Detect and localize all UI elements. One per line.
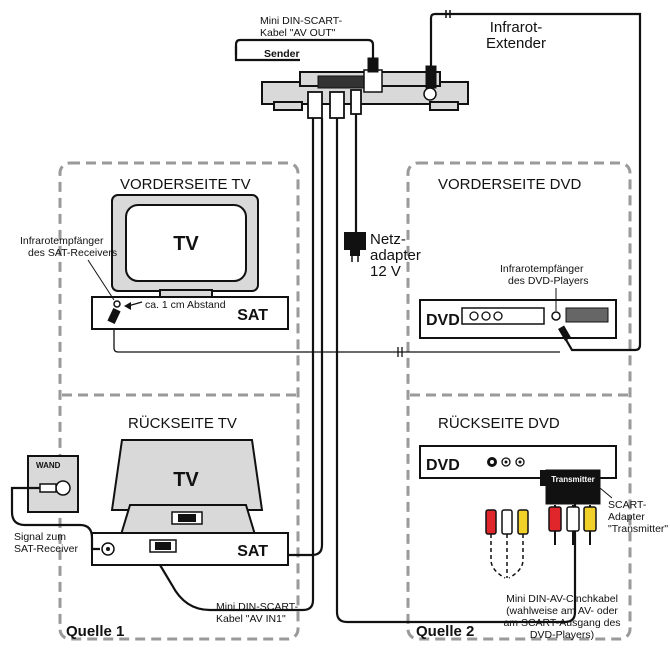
label-signal-sat-2: SAT-Receiver — [14, 543, 78, 555]
av-in1-cable — [159, 118, 315, 612]
cinch-cable — [335, 118, 577, 624]
label-tv-front: TV — [173, 233, 199, 255]
label-sat-back: SAT — [237, 543, 268, 560]
label-cinch-4: DVD-Players) — [530, 629, 594, 641]
label-scart-adapter-1: SCART- — [608, 499, 647, 511]
quelle-2-box — [406, 161, 632, 641]
label-cinch-1: Mini DIN-AV-Cinchkabel — [506, 593, 618, 605]
transmitter-adapter — [540, 469, 601, 505]
label-av-out-2: Kabel "AV OUT" — [260, 27, 336, 39]
label-ir-dvd-1: Infrarotempfänger — [500, 263, 584, 275]
label-ir-sat-1: Infrarotempfänger — [20, 235, 104, 247]
label-netzadapter-2: adapter — [370, 247, 421, 264]
cinch-plugs-adapter — [548, 505, 597, 545]
sat-receiver-back — [91, 532, 289, 566]
label-sender: Sender — [264, 48, 300, 60]
cinch-plugs-loose — [485, 509, 529, 579]
dvd-front — [419, 299, 617, 342]
label-ir-sat-2: des SAT-Receivers — [28, 247, 117, 259]
label-ir-dvd-2: des DVD-Players — [508, 275, 589, 287]
label-av-in1-2: Kabel "AV IN1" — [216, 613, 286, 625]
power-adapter — [344, 232, 366, 262]
label-transmitter: Transmitter — [551, 475, 595, 484]
label-vorderseite-tv: VORDERSEITE TV — [120, 176, 251, 193]
label-rueckseite-dvd: RÜCKSEITE DVD — [438, 414, 560, 432]
label-sat-front: SAT — [237, 307, 268, 324]
label-netzadapter-1: Netz- — [370, 231, 406, 248]
label-signal-sat-1: Signal zum — [14, 531, 66, 543]
label-scart-adapter-3: "Transmitter" — [608, 523, 668, 535]
label-av-in1-1: Mini DIN-SCART- — [216, 601, 299, 613]
ir-extender-cable — [429, 12, 642, 352]
label-vorderseite-dvd: VORDERSEITE DVD — [438, 176, 582, 193]
label-dvd-front: DVD — [426, 312, 460, 329]
sender-plugs — [307, 57, 437, 119]
tv-front — [111, 194, 259, 299]
label-av-out-1: Mini DIN-SCART- — [260, 15, 343, 27]
antenna-cable — [10, 486, 100, 551]
label-cinch-3: am SCART-Ausgang des — [503, 617, 620, 629]
label-rueckseite-tv: RÜCKSEITE TV — [128, 414, 237, 432]
sat-receiver-front — [91, 296, 289, 330]
label-netzadapter-3: 12 V — [370, 263, 401, 280]
label-cinch-2: (wahlweise am AV- oder — [506, 605, 618, 617]
label-quelle-2: Quelle 2 — [416, 623, 474, 640]
wall-socket — [27, 455, 79, 513]
label-abstand: ca. 1 cm Abstand — [145, 299, 226, 311]
label-dvd-back: DVD — [426, 457, 460, 474]
label-ir-extender-2: Extender — [486, 35, 546, 52]
label-wand: WAND — [36, 461, 61, 470]
tv-back — [110, 439, 264, 539]
av-out-cable-top — [234, 38, 375, 62]
label-scart-adapter-2: Adapter — [608, 511, 645, 523]
sender-device — [261, 69, 469, 111]
label-tv-back: TV — [173, 469, 199, 491]
ir-cable-sat — [113, 315, 560, 353]
label-quelle-1: Quelle 1 — [66, 623, 124, 640]
label-ir-extender-1: Infrarot- — [490, 19, 543, 36]
